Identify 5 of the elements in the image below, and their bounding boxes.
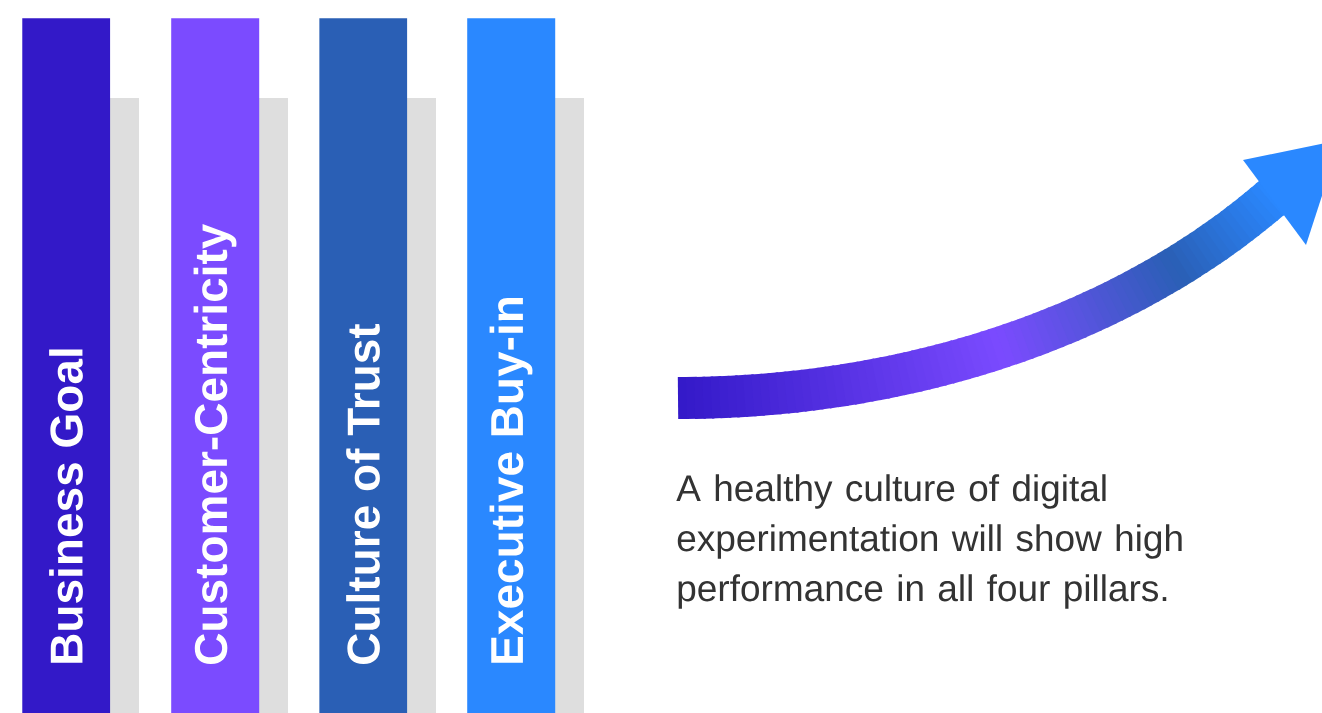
pillar-bar: Culture of Trust (319, 18, 408, 713)
description-text: A healthy culture of digital experimentation will show high performance in all four pillars. (676, 474, 1182, 609)
pillar-bar: Business Goal (22, 18, 111, 713)
pillar-bar: Customer-Centricity (171, 18, 260, 713)
pillar-bar: Executive Buy-in (467, 18, 556, 713)
